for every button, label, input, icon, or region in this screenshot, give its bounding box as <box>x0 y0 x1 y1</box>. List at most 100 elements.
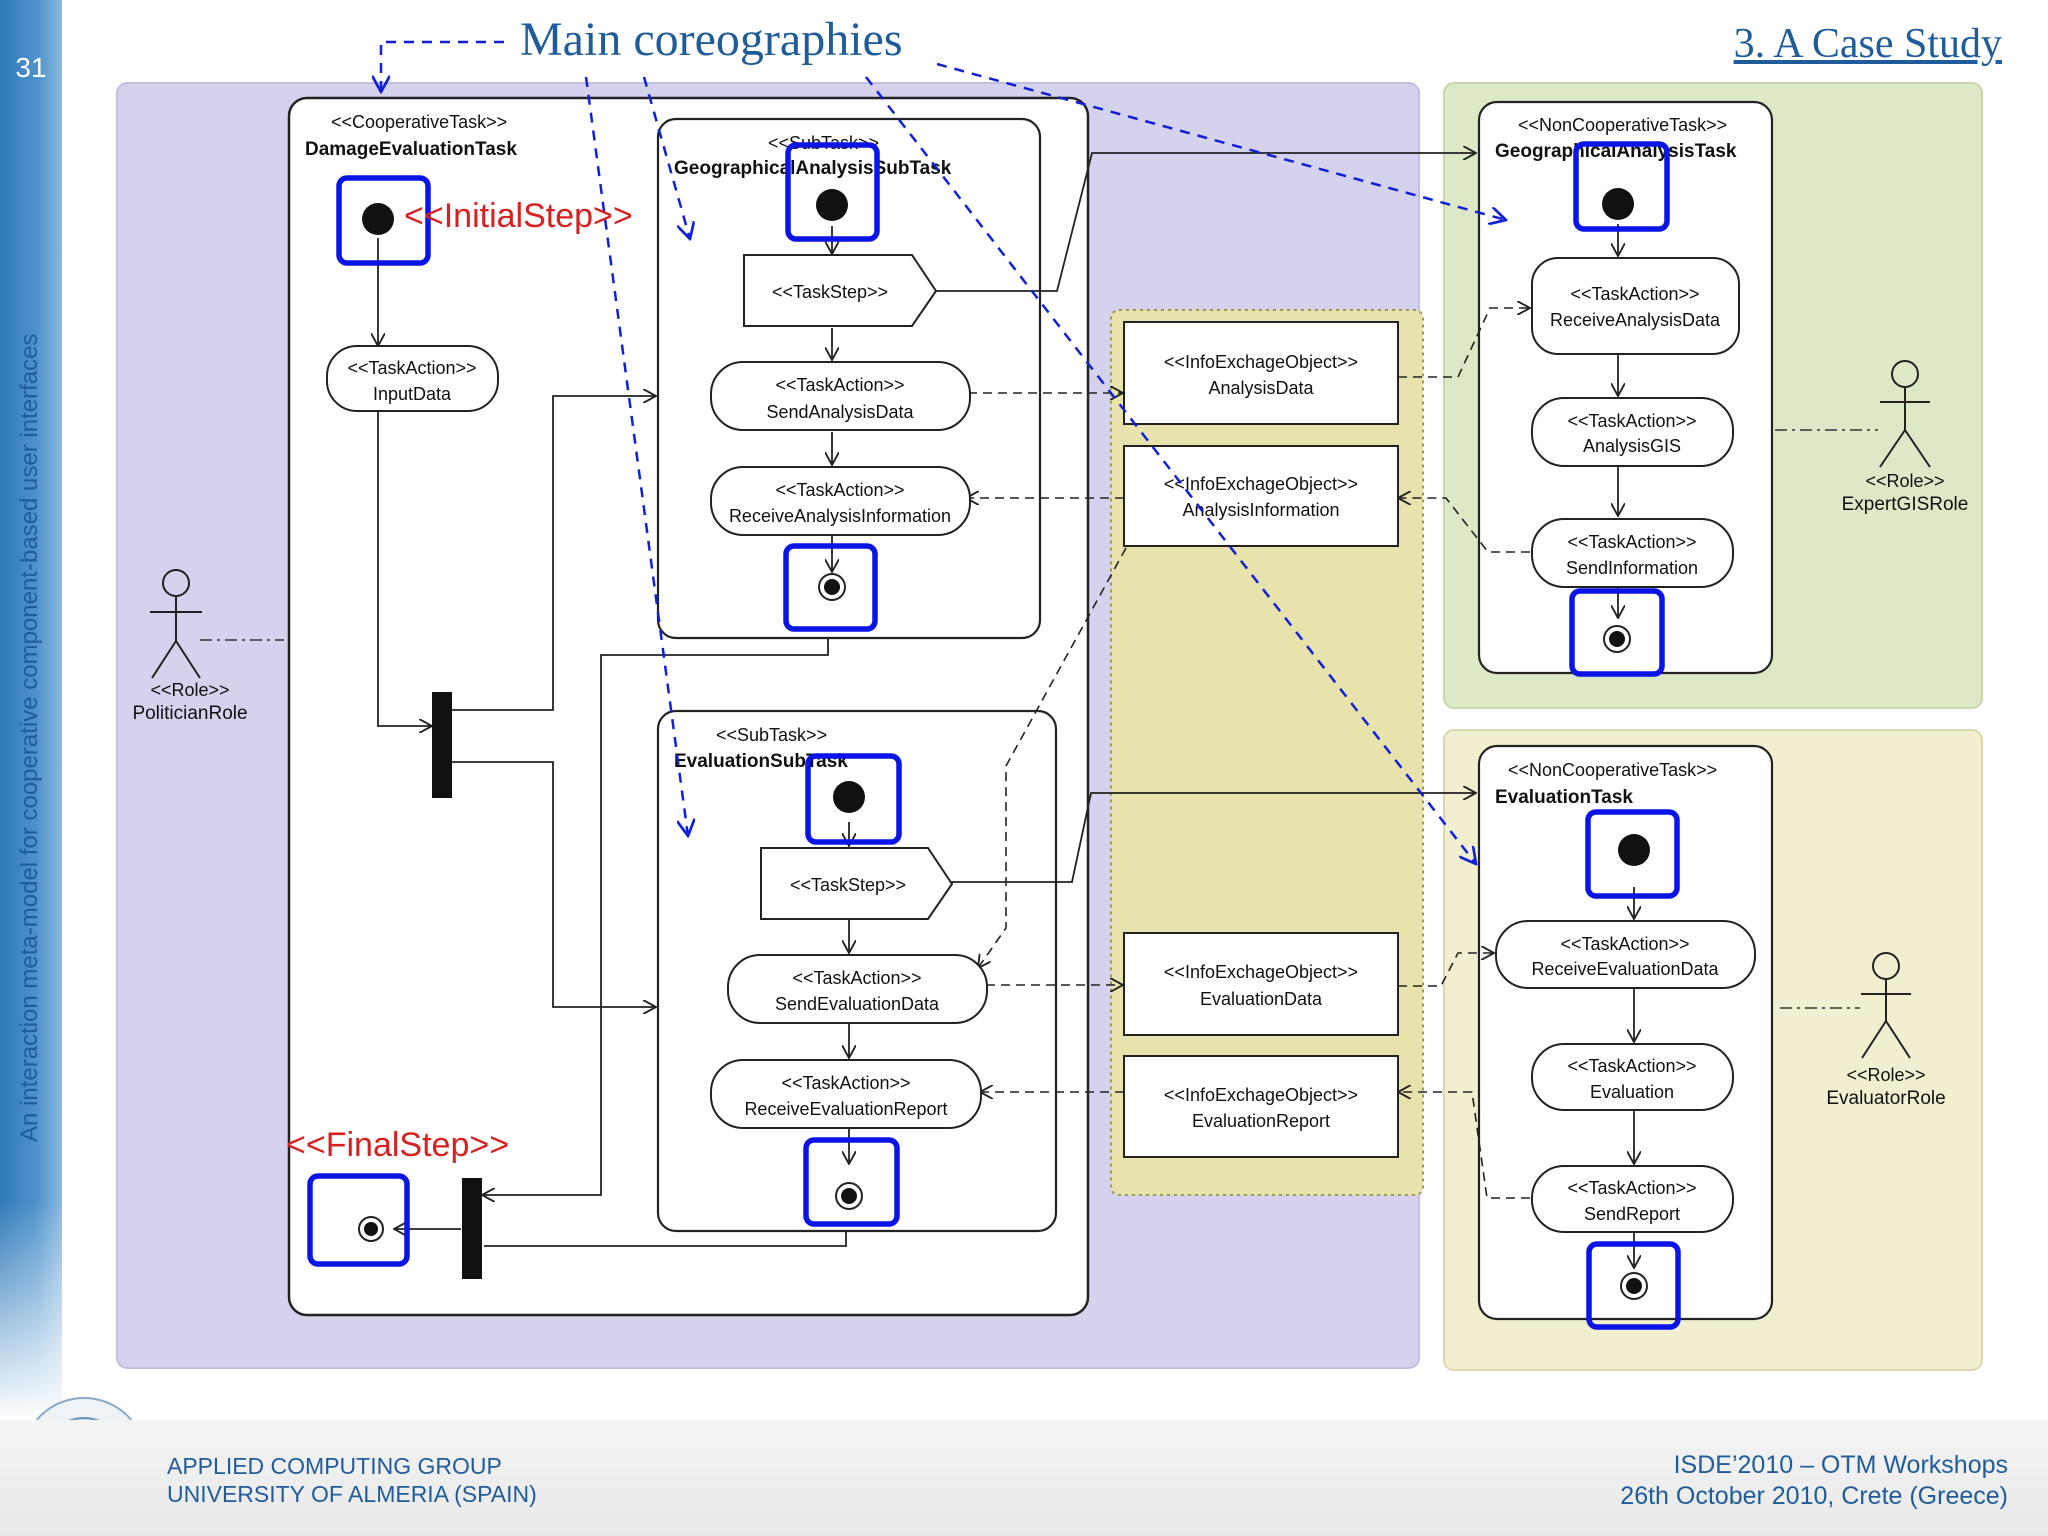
eval-subtask-stereotype: <<SubTask>> <box>716 725 827 745</box>
highlight-eval-task-initial <box>1585 809 1680 899</box>
sidebar-band <box>0 0 62 1420</box>
svg-text:SendEvaluationData: SendEvaluationData <box>775 994 940 1014</box>
svg-text:<<InfoExchageObject>>: <<InfoExchageObject>> <box>1164 352 1358 372</box>
svg-text:SendAnalysisData: SendAnalysisData <box>766 402 914 422</box>
highlight-coop-final <box>307 1173 410 1267</box>
geo-task-step[interactable]: <<TaskStep>> <box>743 254 938 327</box>
page-number: 31 <box>15 52 47 83</box>
object-flows <box>966 308 1530 1199</box>
info-object-evaluation-report[interactable]: <<InfoExchageObject>> EvaluationReport <box>1123 1055 1399 1158</box>
footer-right-line-2: 26th October 2010, Crete (Greece) <box>1620 1482 2008 1510</box>
input-data-action[interactable]: <<TaskAction>> InputData <box>326 345 499 412</box>
svg-text:ReceiveEvaluationData: ReceiveEvaluationData <box>1531 959 1719 979</box>
politician-role-stereotype: <<Role>> <box>150 680 229 700</box>
svg-text:AnalysisInformation: AnalysisInformation <box>1182 500 1339 520</box>
svg-text:<<TaskAction>>: <<TaskAction>> <box>1567 411 1696 431</box>
send-information-action[interactable]: <<TaskAction>> SendInformation <box>1531 518 1734 588</box>
footer-left-line-1: APPLIED COMPUTING GROUP <box>167 1453 502 1479</box>
eval-task-step[interactable]: <<TaskStep>> <box>760 847 954 920</box>
main-heading: Main coreographies <box>520 13 903 66</box>
coop-initial-node[interactable] <box>362 203 394 235</box>
svg-text:EvaluationData: EvaluationData <box>1200 989 1323 1009</box>
send-analysis-data-action[interactable]: <<TaskAction>> SendAnalysisData <box>710 361 971 431</box>
svg-text:<<InfoExchageObject>>: <<InfoExchageObject>> <box>1164 1085 1358 1105</box>
evaluation-action[interactable]: <<TaskAction>> Evaluation <box>1531 1043 1734 1111</box>
footer: APPLIED COMPUTING GROUP UNIVERSITY OF AL… <box>0 1420 2048 1536</box>
svg-text:SendReport: SendReport <box>1584 1204 1680 1224</box>
svg-text:<<TaskAction>>: <<TaskAction>> <box>775 375 904 395</box>
footer-right: ISDE’2010 – OTM Workshops 26th October 2… <box>1620 1450 2008 1512</box>
receive-analysis-information-action[interactable]: <<TaskAction>> ReceiveAnalysisInformatio… <box>710 466 971 536</box>
svg-text:<<TaskAction>>: <<TaskAction>> <box>792 968 921 988</box>
svg-text:<<TaskAction>>: <<TaskAction>> <box>1567 1056 1696 1076</box>
footer-left-line-2: UNIVERSITY OF ALMERIA (SPAIN) <box>167 1481 537 1507</box>
geo-task-final-core <box>1609 631 1625 647</box>
section-title[interactable]: 3. A Case Study <box>1733 21 2002 67</box>
highlight-geo-subtask-final <box>783 543 878 632</box>
politician-role-name: PoliticianRole <box>132 703 247 724</box>
analysis-gis-action[interactable]: <<TaskAction>> AnalysisGIS <box>1531 397 1734 467</box>
geo-task-name: GeographicalAnalysisTask <box>1495 141 1737 162</box>
evaluator-role-actor-icon[interactable] <box>1861 952 1911 1059</box>
coop-task-name: DamageEvaluationTask <box>305 139 517 160</box>
geo-subtask-final-core <box>824 579 840 595</box>
svg-text:<<InfoExchageObject>>: <<InfoExchageObject>> <box>1164 962 1358 982</box>
svg-text:<<TaskAction>>: <<TaskAction>> <box>1567 532 1696 552</box>
footer-right-line-1: ISDE’2010 – OTM Workshops <box>1673 1451 2008 1479</box>
geo-subtask-initial-node[interactable] <box>816 189 848 221</box>
svg-text:ReceiveAnalysisInformation: ReceiveAnalysisInformation <box>729 506 951 526</box>
evaluator-role-name: EvaluatorRole <box>1826 1088 1945 1109</box>
info-object-analysis-data[interactable]: <<InfoExchageObject>> AnalysisData <box>1123 321 1399 425</box>
fork-bar[interactable] <box>432 692 452 798</box>
svg-text:AnalysisData: AnalysisData <box>1208 378 1314 398</box>
svg-text:ReceiveEvaluationReport: ReceiveEvaluationReport <box>744 1099 947 1119</box>
geo-subtask-name: GeographicalAnalysisSubTask <box>674 158 952 179</box>
expert-gis-role-actor-icon[interactable] <box>1879 360 1931 468</box>
info-object-analysis-information[interactable]: <<InfoExchageObject>> AnalysisInformatio… <box>1123 445 1399 547</box>
eval-task-stereotype: <<NonCooperativeTask>> <box>1508 760 1717 780</box>
svg-text:SendInformation: SendInformation <box>1566 558 1698 578</box>
control-flows <box>378 153 1634 1268</box>
footer-left: APPLIED COMPUTING GROUP UNIVERSITY OF AL… <box>167 1452 537 1508</box>
heading-pointers <box>381 40 1506 864</box>
eval-subtask-initial-node[interactable] <box>833 781 865 813</box>
svg-text:<<TaskAction>>: <<TaskAction>> <box>347 358 476 378</box>
svg-text:<<TaskAction>>: <<TaskAction>> <box>775 480 904 500</box>
info-object-evaluation-data[interactable]: <<InfoExchageObject>> EvaluationData <box>1123 932 1399 1036</box>
highlight-coop-initial <box>336 175 431 266</box>
join-bar[interactable] <box>462 1178 482 1279</box>
eval-task-final-core <box>1626 1278 1642 1294</box>
receive-analysis-data-action[interactable]: <<TaskAction>> ReceiveAnalysisData <box>1531 257 1740 355</box>
geo-task-stereotype: <<NonCooperativeTask>> <box>1518 115 1727 135</box>
receive-evaluation-data-action[interactable]: <<TaskAction>> ReceiveEvaluationData <box>1495 920 1756 989</box>
svg-text:<<TaskAction>>: <<TaskAction>> <box>1560 934 1689 954</box>
geo-task-initial-node[interactable] <box>1602 188 1634 220</box>
eval-subtask-final-core <box>841 1188 857 1204</box>
final-step-annotation: <<FinalStep>> <box>286 1126 509 1164</box>
eval-subtask-name: EvaluationSubTask <box>674 751 848 772</box>
svg-text:EvaluationReport: EvaluationReport <box>1192 1111 1330 1131</box>
svg-text:<<TaskStep>>: <<TaskStep>> <box>772 282 888 302</box>
coop-final-node-core <box>364 1222 378 1236</box>
eval-task-frame[interactable] <box>1477 744 1774 1321</box>
coop-task-stereotype: <<CooperativeTask>> <box>331 112 507 132</box>
receive-evaluation-report-action[interactable]: <<TaskAction>> ReceiveEvaluationReport <box>710 1059 982 1129</box>
step-highlights <box>307 141 1681 1330</box>
highlight-eval-task-final <box>1586 1241 1681 1330</box>
svg-text:<<TaskStep>>: <<TaskStep>> <box>790 875 906 895</box>
evaluator-role-stereotype: <<Role>> <box>1846 1065 1925 1085</box>
svg-text:Evaluation: Evaluation <box>1590 1082 1674 1102</box>
eval-task-initial-node[interactable] <box>1618 834 1650 866</box>
highlight-geo-subtask-initial <box>785 142 880 242</box>
politician-role-actor-icon[interactable] <box>150 569 202 679</box>
send-report-action[interactable]: <<TaskAction>> SendReport <box>1531 1165 1734 1233</box>
svg-text:<<InfoExchageObject>>: <<InfoExchageObject>> <box>1164 474 1358 494</box>
svg-text:AnalysisGIS: AnalysisGIS <box>1583 436 1681 456</box>
highlight-geo-task-initial <box>1573 141 1670 232</box>
send-evaluation-data-action[interactable]: <<TaskAction>> SendEvaluationData <box>727 954 988 1024</box>
svg-text:<<TaskAction>>: <<TaskAction>> <box>781 1073 910 1093</box>
initial-step-annotation: <<InitialStep>> <box>404 197 633 235</box>
svg-text:ReceiveAnalysisData: ReceiveAnalysisData <box>1550 310 1721 330</box>
